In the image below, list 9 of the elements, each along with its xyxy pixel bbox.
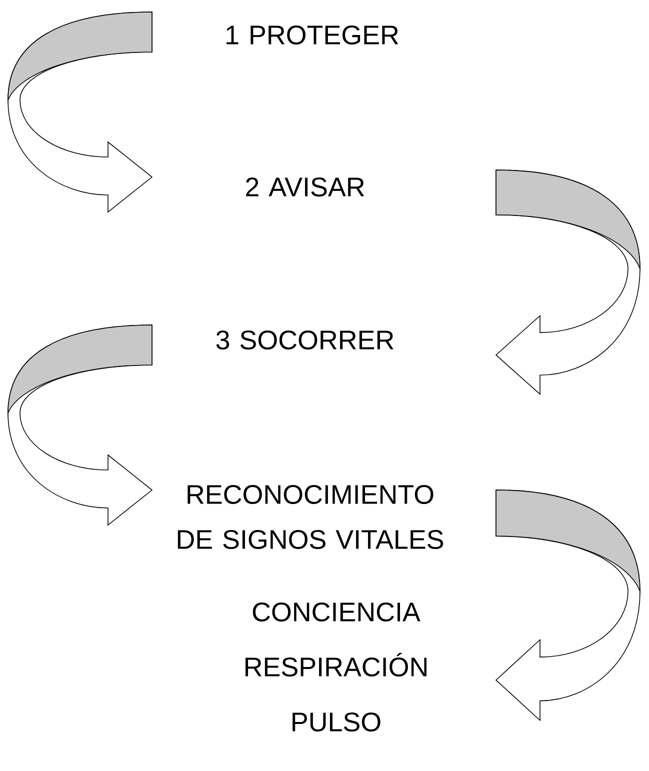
curved-arrow: [8, 12, 152, 212]
step-text: RECONOCIMIENTO DE SIGNOS VITALES: [178, 484, 444, 550]
step-text: 1 PROTEGER: [226, 25, 398, 45]
curved-arrow: [496, 170, 640, 395]
step-text: 2 AVISAR: [246, 177, 364, 197]
curved-arrow: [8, 324, 152, 526]
step-text: 3 SOCORRER: [216, 330, 394, 350]
step-text: CONCIENCIA RESPIRACIÓN PULSO: [246, 602, 426, 732]
curved-arrow: [496, 490, 640, 721]
